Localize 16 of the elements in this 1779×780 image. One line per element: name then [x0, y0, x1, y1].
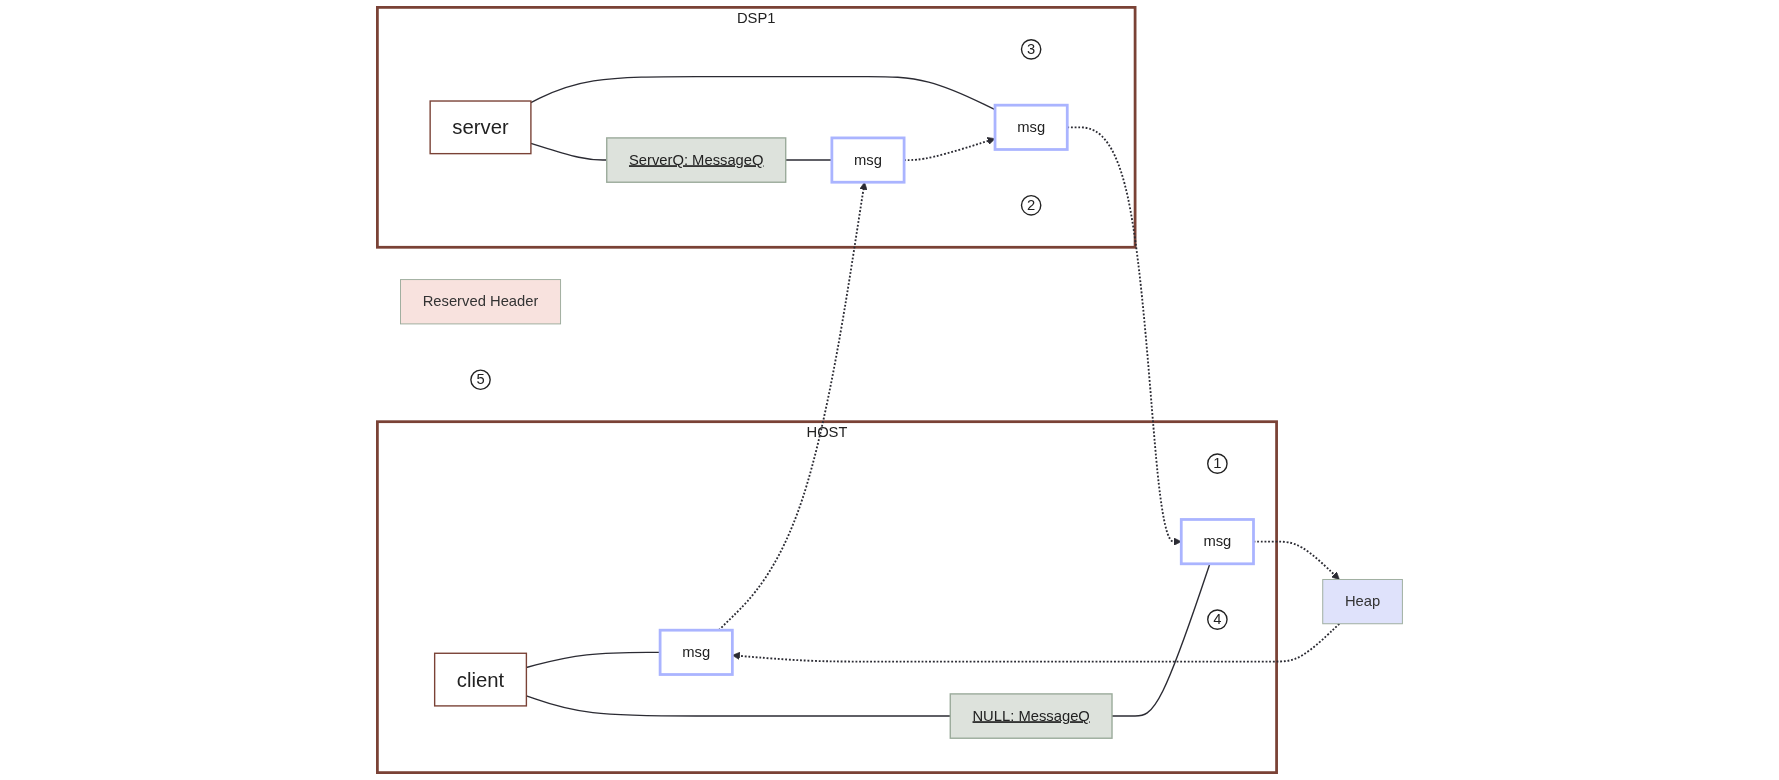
node-box: msg — [658, 628, 734, 676]
node-box: Heap — [1321, 579, 1403, 625]
node-circle: 2 — [1020, 194, 1042, 216]
node-box: msg — [830, 136, 906, 184]
node-circle: 5 — [469, 369, 491, 391]
node-box: server — [429, 100, 532, 155]
node-box: client — [433, 652, 527, 707]
node-box: Reserved Header — [399, 279, 561, 325]
node-box: msg — [1179, 518, 1255, 566]
node-circle: 1 — [1206, 453, 1228, 474]
node-circle: 3 — [1020, 39, 1042, 60]
node-box: ServerQ: MessageQ — [605, 137, 786, 183]
arrow — [731, 622, 1340, 663]
node-box: msg — [993, 103, 1069, 151]
node-circle: 4 — [1206, 609, 1228, 630]
node-box: NULL: MessageQ — [949, 693, 1113, 739]
